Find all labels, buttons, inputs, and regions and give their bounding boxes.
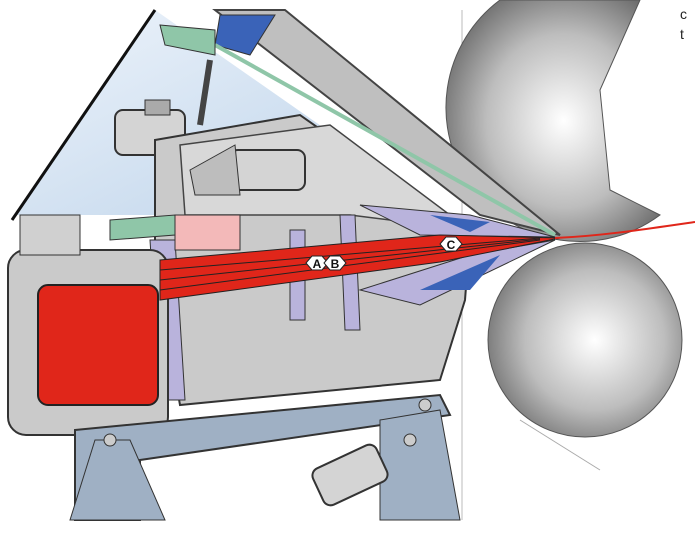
pivot-bolt-right xyxy=(418,398,432,412)
edge-text-line2: t xyxy=(680,26,684,42)
lift-motor xyxy=(311,443,389,507)
pivot-bolt-lower xyxy=(403,433,417,447)
top-hood-panel xyxy=(212,9,561,236)
hood-line xyxy=(10,9,157,221)
stock-flow xyxy=(159,221,695,301)
label-c: C xyxy=(439,236,463,252)
hood-rod xyxy=(214,43,556,237)
breast-roll xyxy=(487,242,683,438)
base-leg xyxy=(69,439,166,521)
nozzle-blue-upper xyxy=(430,215,490,232)
nozzle-lower xyxy=(358,239,556,306)
hood-window xyxy=(214,14,276,56)
roll-guide xyxy=(519,419,601,471)
svg-text:A: A xyxy=(313,257,322,271)
svg-text:B: B xyxy=(331,257,340,271)
motor-terminal xyxy=(144,99,171,116)
svg-text:C: C xyxy=(447,238,456,252)
nozzle-blue-lower xyxy=(420,255,500,290)
edge-text-line1: c xyxy=(680,6,687,22)
slice-motor-lower xyxy=(229,149,306,191)
label-b: B xyxy=(323,255,347,271)
green-connector xyxy=(109,214,176,241)
hood-bracket xyxy=(159,24,216,56)
lip-bracket xyxy=(189,144,241,196)
pink-chamber xyxy=(174,214,241,251)
pivot-support xyxy=(379,409,461,521)
hood-actuator-rod xyxy=(197,59,213,126)
inlet-header xyxy=(37,284,159,406)
pivot-bolt xyxy=(103,433,117,447)
inlet-small-box xyxy=(19,214,81,256)
